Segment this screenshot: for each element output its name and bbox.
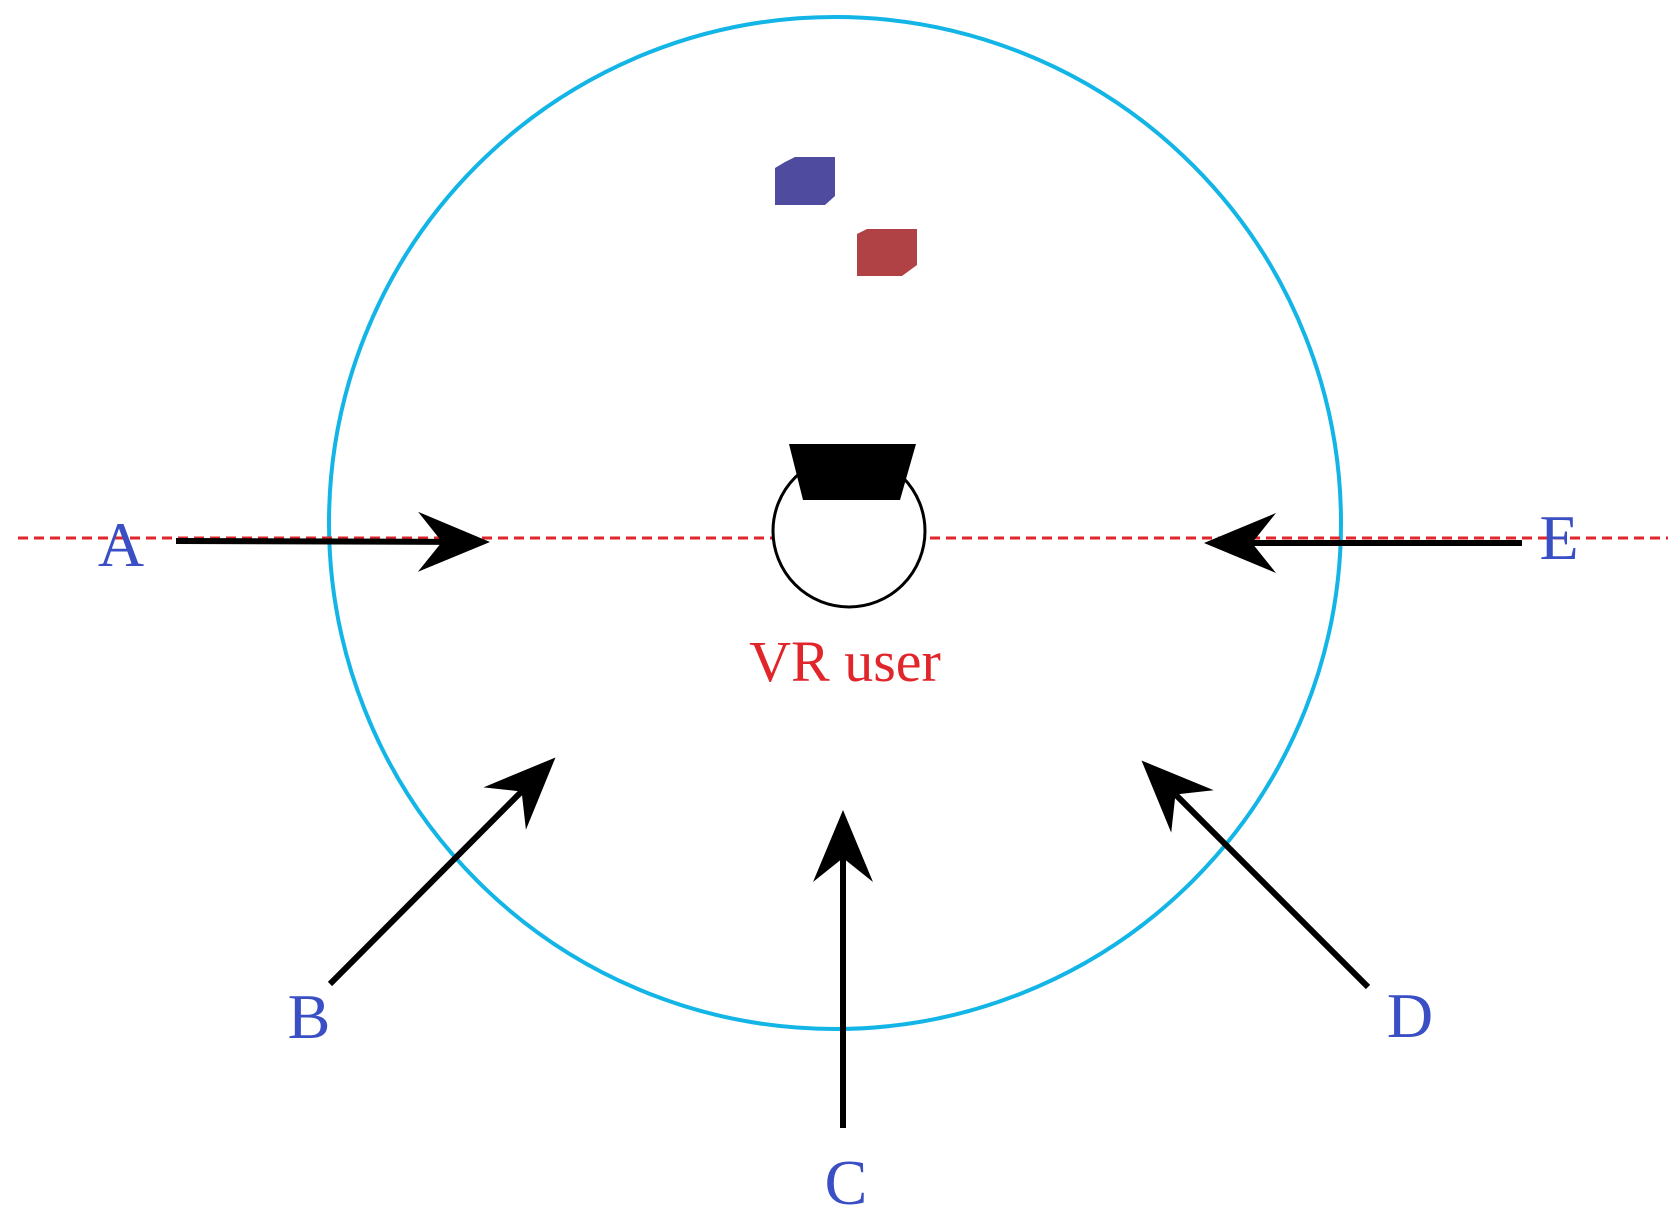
label-d: D bbox=[1387, 980, 1433, 1051]
vr-headset-icon bbox=[789, 444, 916, 500]
arrow-a bbox=[175, 511, 490, 572]
blue-cube-icon bbox=[775, 157, 835, 205]
label-e: E bbox=[1539, 502, 1578, 573]
red-cube-icon bbox=[857, 229, 917, 276]
label-c: C bbox=[825, 1147, 868, 1214]
arrow-d bbox=[1141, 760, 1371, 990]
label-b: B bbox=[288, 981, 331, 1052]
vr-user bbox=[771, 444, 927, 609]
vr-user-label: VR user bbox=[749, 629, 941, 694]
arrow-b bbox=[327, 757, 556, 987]
label-a: A bbox=[98, 509, 144, 580]
boundary-circle bbox=[327, 15, 1343, 1031]
